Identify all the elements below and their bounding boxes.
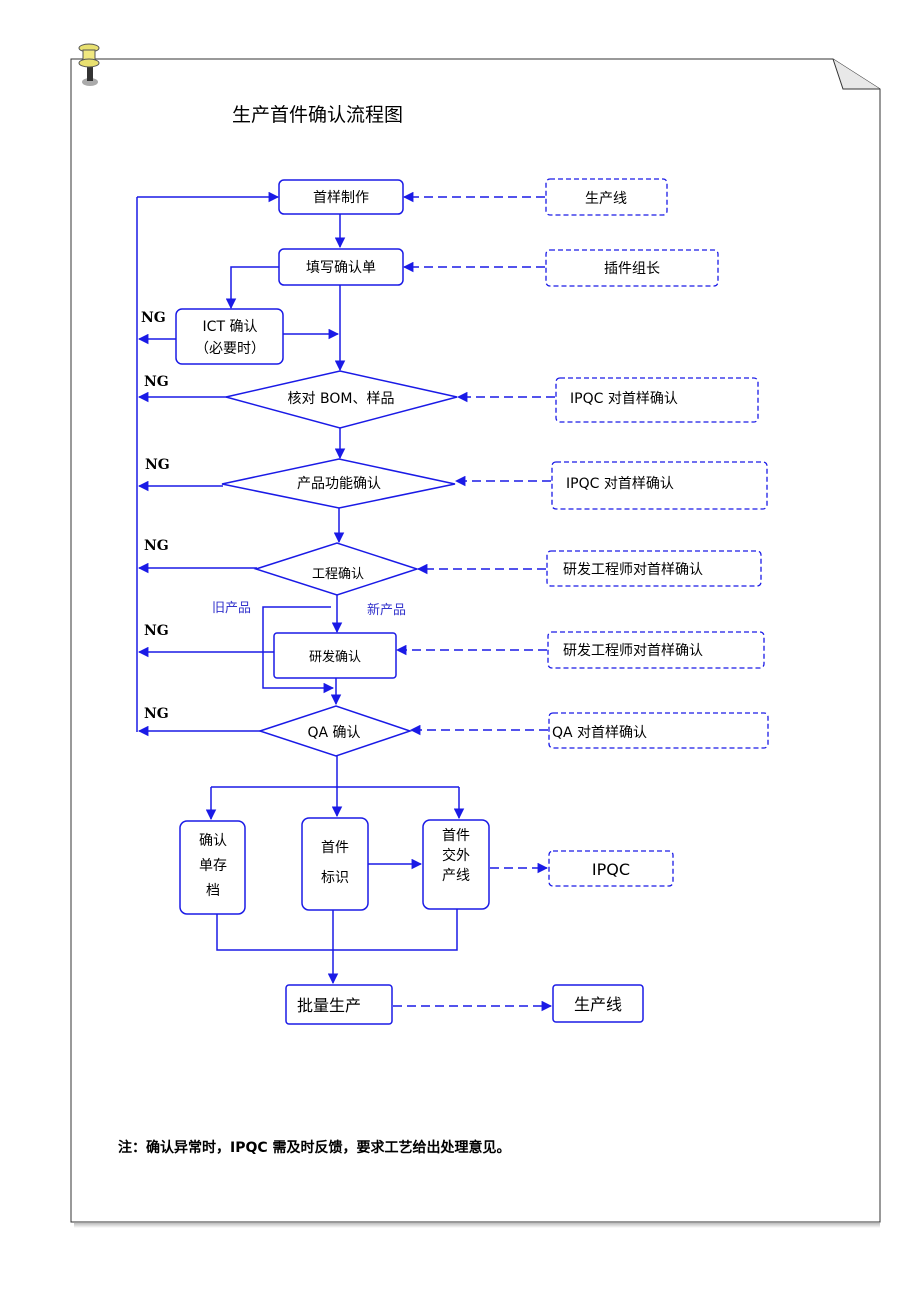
mark-text-2: 标识 <box>321 870 349 886</box>
new-product-label: 新产品 <box>367 602 406 618</box>
role-ipqc-text: IPQC <box>592 860 630 879</box>
role-production-line-box <box>545 178 668 216</box>
rd-check-box <box>273 632 397 679</box>
role-production-line-2-box <box>552 984 644 1023</box>
mass-production-box <box>285 984 393 1025</box>
ng-label: NG <box>141 310 166 326</box>
archive-text-2: 单存 <box>199 858 227 874</box>
role-ipqc-box <box>548 850 674 887</box>
role-rd-2-box <box>547 631 765 669</box>
role-ipqc-1-text: IPQC 对首样确认 <box>570 391 678 407</box>
ict-box <box>175 308 284 365</box>
ng-label: NG <box>144 374 169 390</box>
archive-box <box>179 820 246 915</box>
role-qa-text: QA 对首样确认 <box>552 725 647 741</box>
handover-text-1: 首件 <box>442 828 470 844</box>
mark-box <box>301 817 369 911</box>
check-bom-text: 核对 BOM、样品 <box>288 391 395 407</box>
fill-form-box <box>278 248 404 286</box>
role-insertion-leader-text: 插件组长 <box>604 261 660 277</box>
handover-text-2: 交外 <box>442 847 470 864</box>
qa-check-text: QA 确认 <box>307 725 360 741</box>
ng-label: NG <box>144 538 169 554</box>
archive-text-1: 确认 <box>199 833 227 849</box>
handover-box <box>422 819 490 910</box>
ng-label: NG <box>145 457 170 473</box>
first-sample-box <box>278 179 404 215</box>
ng-feedback-lines <box>136 191 280 737</box>
footnote: 注：确认异常时，IPQC 需及时反馈，要求工艺给出处理意见。 <box>118 1139 511 1156</box>
role-qa-box <box>548 712 769 749</box>
ng-labels: NG NG NG NG NG NG <box>141 310 170 722</box>
rd-check-text: 研发确认 <box>309 649 361 665</box>
ict-text-2: （必要时） <box>195 341 265 357</box>
ng-label: NG <box>144 706 169 722</box>
role-ipqc-2-text: IPQC 对首样确认 <box>566 476 674 492</box>
role-connectors <box>393 191 555 1012</box>
pushpin-icon <box>78 43 100 86</box>
role-nodes <box>545 178 769 887</box>
archive-text-3: 档 <box>206 883 220 899</box>
role-production-line-text: 生产线 <box>585 191 627 207</box>
eng-check-text: 工程确认 <box>312 567 364 582</box>
role-insertion-leader-box <box>545 249 719 287</box>
role-ipqc-2-box <box>551 461 768 510</box>
ict-text-1: ICT 确认 <box>203 319 258 335</box>
role-ipqc-1-box <box>555 377 759 423</box>
role-rd-2-text: 研发工程师对首样确认 <box>563 643 703 659</box>
role-production-line-2-text: 生产线 <box>574 995 622 1014</box>
mark-text-1: 首件 <box>321 840 349 856</box>
main-flow-lines <box>205 214 465 985</box>
role-text: 生产线 插件组长 IPQC 对首样确认 IPQC 对首样确认 研发工程师对首样确… <box>552 191 703 1014</box>
old-product-label: 旧产品 <box>212 601 251 616</box>
ng-label: NG <box>144 623 169 639</box>
first-sample-text: 首样制作 <box>313 190 369 206</box>
process-nodes <box>175 179 490 1025</box>
function-check-diamond <box>221 458 456 509</box>
role-rd-1-box <box>546 550 762 587</box>
qa-check-diamond <box>257 705 413 757</box>
page-title: 生产首件确认流程图 <box>232 104 403 126</box>
process-text: 首样制作 填写确认单 ICT 确认 （必要时） 核对 BOM、样品 产品功能确认… <box>195 190 470 1015</box>
fill-form-text: 填写确认单 <box>306 260 376 276</box>
handover-text-3: 产线 <box>442 868 470 884</box>
mass-production-text: 批量生产 <box>297 996 361 1015</box>
check-bom-diamond <box>225 370 458 429</box>
eng-check-diamond <box>253 542 420 596</box>
role-rd-1-text: 研发工程师对首样确认 <box>563 562 703 578</box>
function-check-text: 产品功能确认 <box>297 476 381 492</box>
